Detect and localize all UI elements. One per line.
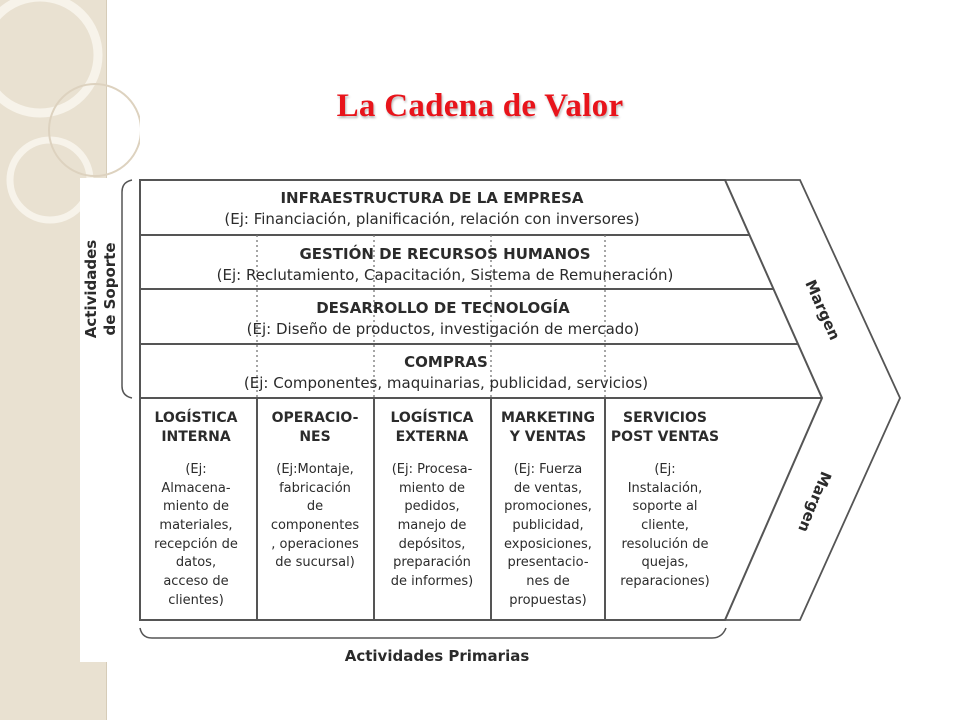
svg-text:MARKETING: MARKETING: [501, 410, 595, 426]
svg-text:OPERACIO-: OPERACIO-: [272, 410, 359, 426]
support-bracket: [121, 179, 133, 399]
dotted-guides: [256, 235, 606, 398]
svg-text:propuestas): propuestas): [509, 593, 586, 608]
svg-text:soporte al: soporte al: [632, 499, 697, 514]
svg-text:Actividades: Actividades: [82, 240, 100, 339]
svg-text:Almacena-: Almacena-: [161, 481, 230, 496]
support-example-3: (Ej: Diseño de productos, investigación …: [247, 320, 640, 338]
svg-text:de sucursal): de sucursal): [275, 555, 355, 570]
support-title-2: GESTIÓN DE RECURSOS HUMANOS: [299, 244, 590, 263]
support-example-1: (Ej: Financiación, planificación, relaci…: [224, 210, 639, 228]
column-dividers: [256, 398, 606, 620]
svg-text:manejo de: manejo de: [398, 518, 467, 533]
svg-text:materiales,: materiales,: [159, 518, 232, 533]
svg-text:POST VENTAS: POST VENTAS: [611, 429, 719, 445]
svg-text:miento de: miento de: [163, 499, 229, 514]
primary-logistica-externa: LOGÍSTICA EXTERNA (Ej: Procesa- miento d…: [391, 409, 474, 589]
svg-text:miento de: miento de: [399, 481, 465, 496]
svg-text:de ventas,: de ventas,: [514, 481, 582, 496]
svg-text:LOGÍSTICA: LOGÍSTICA: [155, 409, 238, 426]
svg-text:publicidad,: publicidad,: [512, 518, 583, 533]
support-title-4: COMPRAS: [404, 353, 488, 371]
svg-text:de: de: [307, 499, 323, 514]
svg-text:(Ej: Procesa-: (Ej: Procesa-: [392, 462, 473, 477]
primary-activities-label: Actividades Primarias: [345, 647, 530, 665]
svg-text:SERVICIOS: SERVICIOS: [623, 410, 707, 426]
slide-title: La Cadena de Valor: [336, 88, 624, 124]
svg-text:LOGÍSTICA: LOGÍSTICA: [391, 409, 474, 426]
svg-text:(Ej:: (Ej:: [654, 462, 675, 477]
support-title-1: INFRAESTRUCTURA DE LA EMPRESA: [280, 189, 583, 207]
svg-text:, operaciones: , operaciones: [271, 537, 359, 552]
svg-text:NES: NES: [299, 429, 330, 445]
svg-text:(Ej: Fuerza: (Ej: Fuerza: [514, 462, 583, 477]
support-example-4: (Ej: Componentes, maquinarias, publicida…: [244, 374, 648, 392]
svg-text:presentacio-: presentacio-: [507, 555, 588, 570]
svg-text:EXTERNA: EXTERNA: [396, 429, 469, 445]
svg-text:exposiciones,: exposiciones,: [504, 537, 592, 552]
svg-text:de informes): de informes): [391, 574, 473, 589]
margin-chevron: [725, 179, 901, 621]
svg-text:(Ej:: (Ej:: [185, 462, 206, 477]
svg-text:recepción de: recepción de: [154, 537, 238, 552]
svg-text:Y VENTAS: Y VENTAS: [509, 429, 587, 445]
svg-text:componentes: componentes: [271, 518, 360, 533]
svg-text:Instalación,: Instalación,: [628, 481, 703, 496]
diagram-panel: [80, 178, 840, 662]
svg-text:resolución de: resolución de: [622, 537, 709, 552]
support-title-3: DESARROLLO DE TECNOLOGÍA: [316, 298, 570, 317]
svg-text:promociones,: promociones,: [504, 499, 592, 514]
primary-marketing-ventas: MARKETING Y VENTAS (Ej: Fuerza de ventas…: [501, 410, 595, 608]
primary-logistica-interna: LOGÍSTICA INTERNA (Ej: Almacena- miento …: [154, 409, 238, 608]
svg-text:depósitos,: depósitos,: [399, 537, 466, 552]
support-example-2: (Ej: Reclutamiento, Capacitación, Sistem…: [217, 266, 674, 284]
svg-text:(Ej:Montaje,: (Ej:Montaje,: [276, 462, 354, 477]
svg-text:preparación: preparación: [393, 555, 471, 570]
svg-text:nes de: nes de: [526, 574, 569, 589]
value-chain-outline: [139, 179, 824, 621]
svg-text:acceso de: acceso de: [163, 574, 228, 589]
primary-operaciones: OPERACIO- NES (Ej:Montaje, fabricación d…: [271, 410, 360, 570]
svg-text:fabricación: fabricación: [279, 481, 351, 496]
primary-bracket: [139, 627, 727, 639]
support-activities-label: Actividades de Soporte: [82, 240, 119, 339]
svg-text:cliente,: cliente,: [641, 518, 689, 533]
svg-text:quejas,: quejas,: [642, 555, 689, 570]
svg-text:clientes): clientes): [168, 593, 224, 608]
svg-text:pedidos,: pedidos,: [404, 499, 459, 514]
primary-servicios-post-ventas: SERVICIOS POST VENTAS (Ej: Instalación, …: [611, 410, 719, 589]
svg-text:INTERNA: INTERNA: [161, 429, 231, 445]
svg-text:datos,: datos,: [176, 555, 216, 570]
svg-text:de Soporte: de Soporte: [101, 242, 119, 335]
svg-text:reparaciones): reparaciones): [620, 574, 709, 589]
